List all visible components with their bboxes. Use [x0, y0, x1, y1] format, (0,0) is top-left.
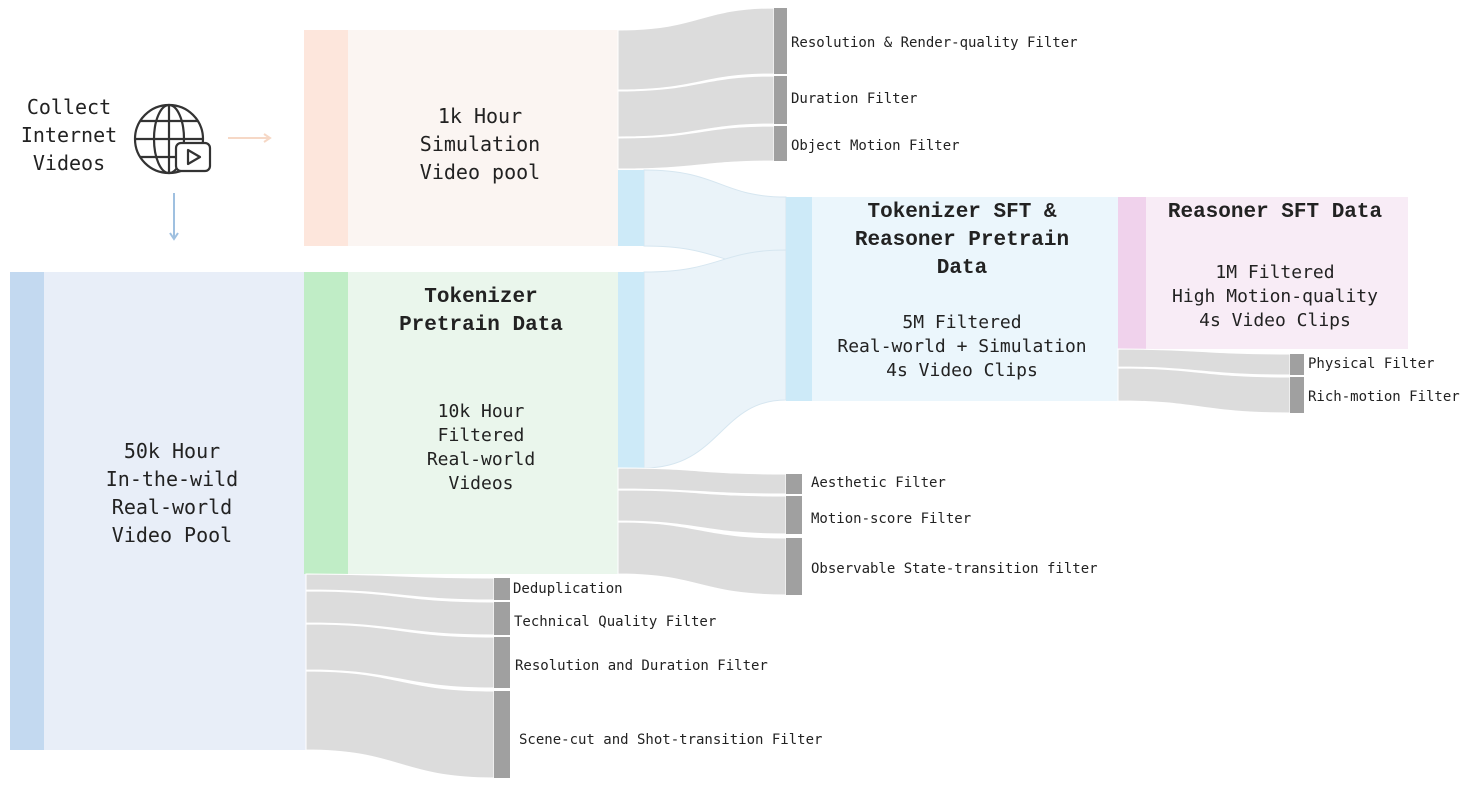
- filter-bar: [494, 578, 510, 600]
- desc-line: 5M Filtered: [902, 312, 1022, 333]
- tokenizer-pretrain-fill: [348, 272, 618, 574]
- title-line: Pretrain Data: [399, 314, 563, 337]
- tokenizer-pretrain-bar: [304, 272, 348, 574]
- sim-pool-label: 1k Hour Simulation Video pool: [348, 102, 612, 186]
- sim-pool-bar: [304, 30, 348, 246]
- tokenizer-sft-fill: [812, 197, 1118, 401]
- filter-label: Scene-cut and Shot-transition Filter: [519, 732, 823, 748]
- desc-line: 4s Video Clips: [1199, 310, 1351, 331]
- filter-label: Object Motion Filter: [791, 138, 960, 154]
- reasoner-sft-bar: [1118, 197, 1146, 349]
- filter-label: Deduplication: [513, 581, 623, 597]
- title-line: Reasoner Pretrain: [854, 229, 1070, 252]
- filter-label: Duration Filter: [791, 91, 918, 107]
- filter-label: Aesthetic Filter: [811, 475, 946, 491]
- sim-outflow-bar: [618, 170, 644, 246]
- filter-label: Technical Quality Filter: [514, 614, 717, 630]
- filter-bar: [786, 538, 802, 595]
- filter-bar: [494, 602, 510, 635]
- wild-pool-line: In-the-wild: [105, 467, 239, 491]
- sim-pool-fill: [348, 30, 618, 246]
- sim-pool-line: Simulation: [419, 132, 541, 156]
- filter-label: Observable State-transition filter: [811, 561, 1098, 577]
- filter-bar: [774, 126, 787, 161]
- reasoner-sft-desc: 1M Filtered High Motion-quality 4s Video…: [1146, 261, 1404, 333]
- tokenizer-pretrain-desc: 10k Hour Filtered Real-world Videos: [348, 400, 614, 496]
- source-line: Internet: [20, 123, 118, 147]
- desc-line: Real-world: [426, 449, 536, 470]
- filter-label: Resolution and Duration Filter: [515, 658, 768, 674]
- source-label: Collect Internet Videos: [14, 93, 124, 177]
- filter-bar: [494, 691, 510, 778]
- filter-band: [305, 573, 495, 601]
- filter-label: Motion-score Filter: [811, 511, 972, 527]
- title-line: Reasoner SFT Data: [1167, 201, 1383, 224]
- tokenizer-sft-title: Tokenizer SFT & Reasoner Pretrain Data: [812, 199, 1112, 283]
- filter-bar: [1290, 354, 1304, 375]
- reasoner-sft-fill: [1146, 197, 1408, 349]
- wild-pool-line: 50k Hour: [123, 439, 221, 463]
- filter-bar: [774, 76, 787, 124]
- flow-tokenizer-to-sft: [643, 249, 787, 469]
- source-line: Collect: [26, 95, 112, 119]
- sim-pool-line: Video pool: [419, 160, 541, 184]
- desc-line: 10k Hour: [437, 401, 525, 422]
- wild-pool-bar: [10, 272, 44, 750]
- wild-pool-line: Real-world: [111, 495, 233, 519]
- reasoner-sft-title: Reasoner SFT Data: [1146, 199, 1404, 227]
- globe-video-icon: [133, 103, 212, 175]
- wild-pool-label: 50k Hour In-the-wild Real-world Video Po…: [44, 437, 300, 549]
- filter-label: Rich-motion Filter: [1308, 389, 1460, 405]
- arrow-right: [228, 133, 272, 143]
- desc-line: Videos: [448, 473, 514, 494]
- filter-bar: [1290, 377, 1304, 413]
- sim-filters: [617, 7, 787, 170]
- sim-pool-line: 1k Hour: [437, 104, 523, 128]
- filter-label: Physical Filter: [1308, 356, 1435, 372]
- wild-filters: [305, 573, 510, 779]
- tokenizer-filters: [617, 467, 802, 596]
- desc-line: Real-world + Simulation: [837, 336, 1087, 357]
- filter-bar: [786, 474, 802, 494]
- filter-label: Resolution & Render-quality Filter: [791, 35, 1078, 51]
- filter-bar: [786, 496, 802, 534]
- filter-bar: [774, 8, 787, 74]
- title-line: Data: [936, 257, 988, 280]
- desc-line: High Motion-quality: [1172, 286, 1378, 307]
- arrow-down: [169, 193, 179, 241]
- filter-bar: [494, 637, 510, 688]
- desc-line: Filtered: [437, 425, 525, 446]
- tokenizer-sft-desc: 5M Filtered Real-world + Simulation 4s V…: [812, 311, 1112, 383]
- desc-line: 1M Filtered: [1215, 262, 1335, 283]
- tokenizer-pretrain-title: Tokenizer Pretrain Data: [348, 284, 614, 340]
- sft-filters: [1117, 348, 1304, 414]
- title-line: Tokenizer SFT &: [867, 201, 1057, 224]
- title-line: Tokenizer: [424, 286, 538, 309]
- wild-pool-fill: [44, 272, 306, 750]
- tokenizer-outflow-bar: [618, 272, 644, 468]
- desc-line: 4s Video Clips: [886, 360, 1038, 381]
- source-line: Videos: [32, 151, 106, 175]
- tokenizer-sft-bar: [786, 197, 812, 401]
- wild-pool-line: Video Pool: [111, 523, 233, 547]
